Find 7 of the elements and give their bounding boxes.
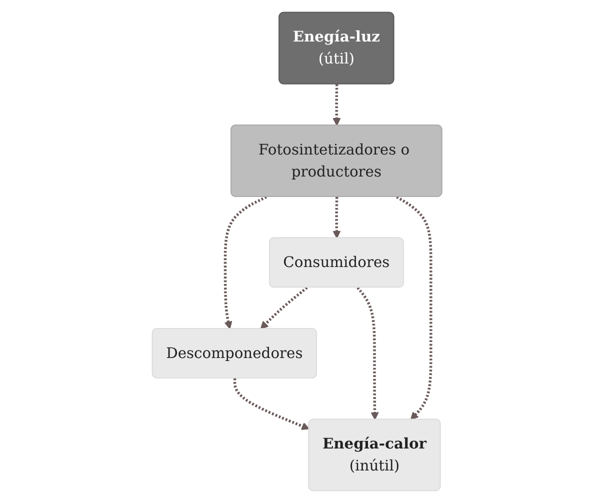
arrow: [333, 84, 342, 126]
arrow: [224, 196, 268, 330]
arrow: [333, 196, 342, 239]
arrow: [234, 378, 310, 430]
arrow: [260, 286, 308, 330]
arrow: [357, 286, 380, 420]
arrow: [396, 196, 433, 420]
